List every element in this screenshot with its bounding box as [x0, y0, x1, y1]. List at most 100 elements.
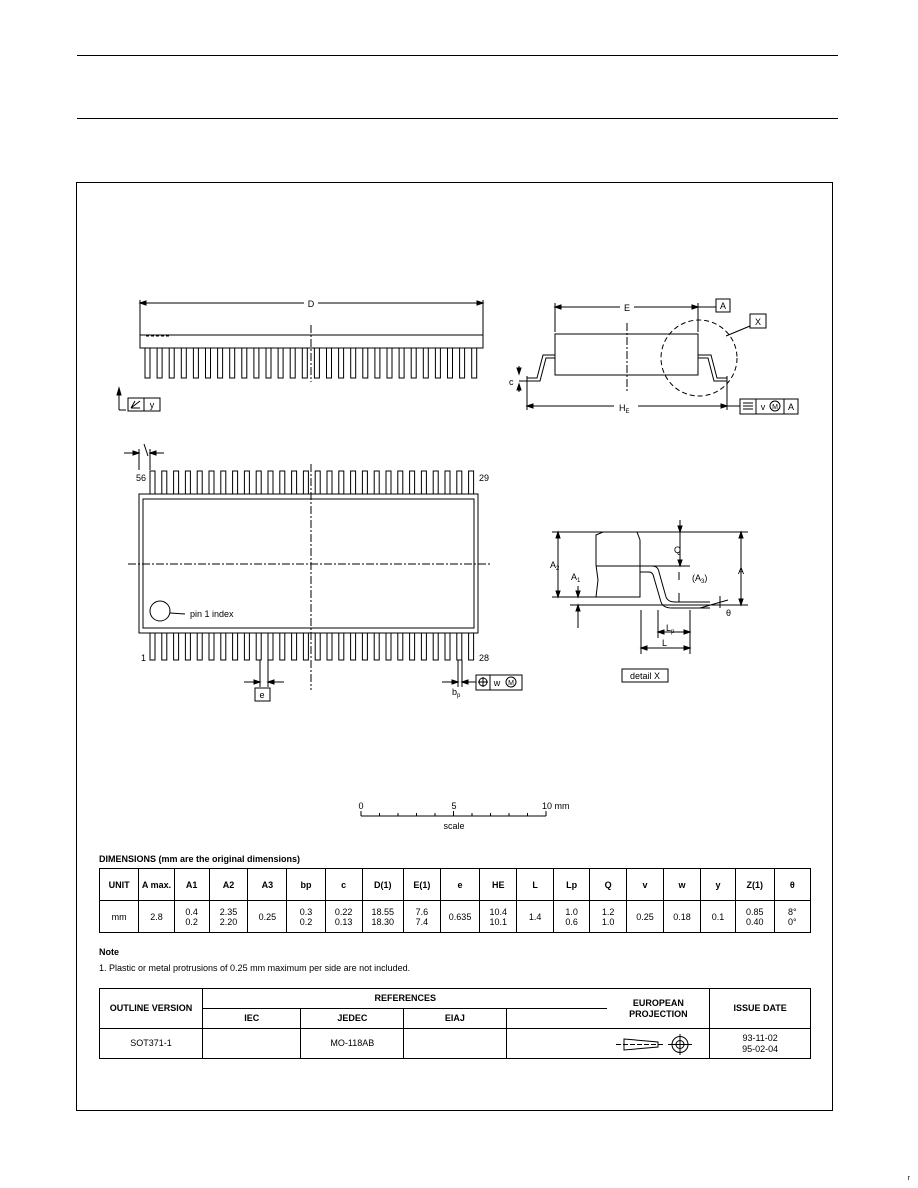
package-drawing: D y E A X c [116, 298, 799, 831]
dim-header-cell: HE [479, 868, 518, 901]
dim-l-label: L [662, 638, 667, 648]
datum-a-box: A [720, 301, 726, 311]
dim-value-cell: 8°0° [773, 900, 812, 933]
detail-x-caption: detail X [630, 671, 660, 681]
dim-header-cell: v [625, 868, 665, 901]
dim-d-label: D [308, 299, 315, 309]
iec-value [202, 1028, 302, 1059]
european-projection-header: EUROPEAN PROJECTION [607, 988, 711, 1029]
dim-q-label: Q [674, 545, 681, 555]
dim-a1-label: A [571, 572, 577, 582]
dim-a-label: A [738, 566, 744, 576]
dim-value-cell: 0.25 [247, 900, 288, 933]
dim-value-cell: 0.18 [663, 900, 702, 933]
mmc-symbol-2: M [508, 680, 514, 687]
scale-bar: 0 5 10 mm scale [358, 801, 569, 831]
detail-x-view: Q (A3) A A2 A1 θ Lp L detail X [550, 520, 748, 683]
page-mark: r [907, 1175, 910, 1182]
eiaj-header: EIAJ [403, 1008, 507, 1029]
dim-header-cell: A3 [247, 868, 288, 901]
pin-1-label: 1 [141, 653, 146, 663]
end-view: E A X c HE v M A [509, 298, 799, 415]
references-header: REFERENCES [202, 988, 608, 1009]
dim-header-cell: E(1) [402, 868, 441, 901]
dimensions-title: DIMENSIONS (mm are the original dimensio… [99, 854, 301, 864]
pin-1-index-label: pin 1 index [190, 609, 234, 619]
svg-text:bp: bp [452, 687, 461, 699]
detail-x-box: X [755, 317, 761, 327]
theta-label: θ [726, 608, 731, 618]
svg-text:(A3): (A3) [692, 573, 707, 585]
dim-c-label: c [509, 377, 514, 387]
scale-10-label: 10 mm [542, 801, 570, 811]
dim-value-cell: 2.8 [138, 900, 175, 933]
dim-value-cell: mm [98, 900, 140, 933]
dim-header-cell: Q [589, 868, 627, 901]
dim-he-label: H [619, 403, 626, 413]
svg-text:Lp: Lp [666, 623, 675, 635]
dim-value-cell: 1.4 [516, 900, 554, 933]
dim-header-cell: A2 [208, 868, 249, 901]
dim-header-cell: c [324, 868, 363, 901]
eiaj-value [403, 1028, 507, 1059]
y-label: y [150, 400, 155, 410]
dim-bp-label: b [452, 687, 457, 697]
issue-date-1: 93-11-02 [742, 1032, 778, 1043]
pin-28-label: 28 [479, 653, 489, 663]
scale-caption: scale [443, 821, 464, 831]
dim-header-cell: e [439, 868, 481, 901]
issue-date-2: 95-02-04 [742, 1043, 779, 1054]
dim-header-cell: y [700, 868, 736, 901]
top-rule [77, 55, 838, 56]
dim-header-cell: w [663, 868, 702, 901]
svg-text:HE: HE [619, 403, 630, 415]
dim-header-cell: θ [773, 868, 812, 901]
drawing-frame [76, 182, 833, 1111]
v-label: v [761, 402, 766, 412]
svg-text:A2: A2 [550, 560, 560, 572]
w-label: w [493, 678, 501, 688]
scale-0-label: 0 [358, 801, 363, 811]
dim-header-cell: bp [286, 868, 326, 901]
dim-a3-label: (A [692, 573, 701, 583]
dim-header-cell: L [516, 868, 554, 901]
pitch-e-box: e [259, 690, 264, 700]
note-text: 1. Plastic or metal protrusions of 0.25 … [99, 963, 411, 973]
outline-version-value: SOT371-1 [98, 1028, 204, 1059]
top-view: 56 29 pin 1 index 1 28 e bp w M [124, 443, 523, 702]
issue-date-header: ISSUE DATE [709, 988, 811, 1029]
dim-value-cell: 0.25 [625, 900, 665, 933]
dim-a2-label: A [550, 560, 556, 570]
dim-header-cell: UNIT [98, 868, 140, 901]
pin-29-label: 29 [479, 473, 489, 483]
dim-header-cell: A max. [138, 868, 175, 901]
note-title: Note [99, 947, 119, 957]
dim-value-cell: 0.635 [439, 900, 481, 933]
side-view: D y [116, 298, 485, 412]
jedec-value: MO-118AB [300, 1028, 405, 1059]
mmc-symbol: M [772, 404, 778, 411]
dim-lp-label: L [666, 623, 671, 633]
outline-version-header: OUTLINE VERSION [98, 988, 204, 1029]
projection-symbol [607, 1028, 711, 1059]
iec-header: IEC [202, 1008, 302, 1029]
pin-56-label: 56 [136, 473, 146, 483]
dim-e-label: E [624, 303, 630, 313]
dim-header-cell: A1 [173, 868, 210, 901]
dim-value-cell: 0.1 [700, 900, 736, 933]
outline-table: OUTLINE VERSION REFERENCES EUROPEAN PROJ… [98, 988, 811, 1059]
jedec-header: JEDEC [300, 1008, 405, 1029]
